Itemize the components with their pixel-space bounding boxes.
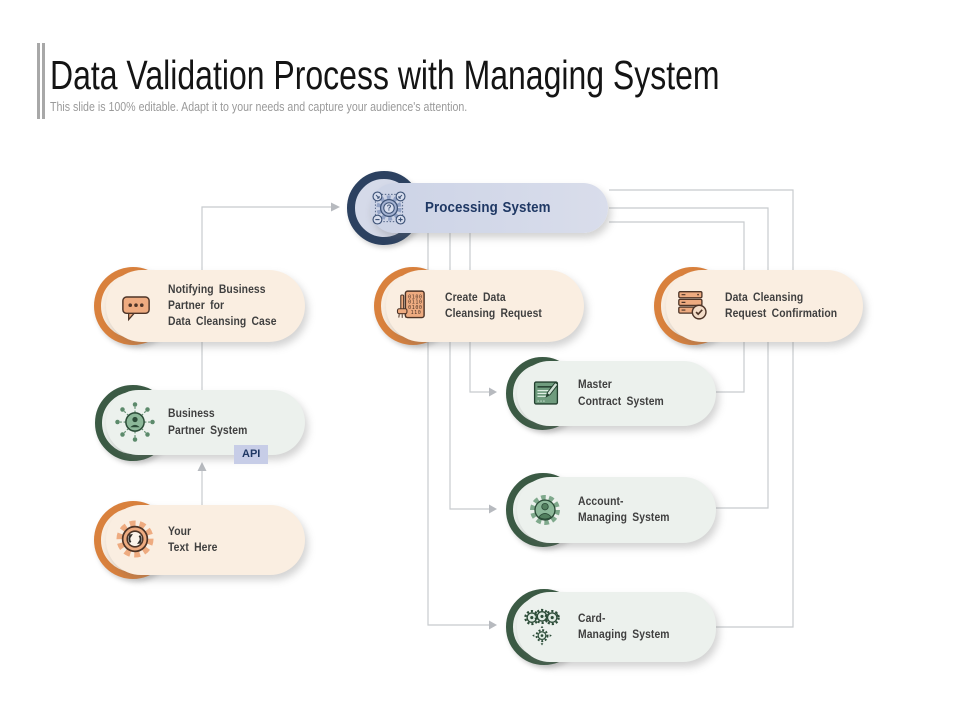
title-accent-bars	[37, 43, 46, 119]
connector-card-to-processing	[609, 189, 794, 628]
node-master-contract-system: Master Contract System	[517, 361, 716, 426]
contract-pen-icon	[527, 373, 565, 418]
node-notifying-business-partner: Notifying Business Partner for Data Clea…	[106, 270, 305, 342]
arrowhead-up-icon	[197, 462, 207, 471]
node-business-partner-system: Business Partner System	[106, 390, 305, 455]
node-account-managing-system: Account- Managing System	[517, 477, 716, 543]
arrowhead-right-icon	[489, 387, 497, 397]
node-create-data-cleansing-request: 0100 0110 0100 110 Create Data Cleansing…	[386, 270, 584, 342]
node-label: Account- Managing System	[578, 495, 670, 524]
node-label: Card- Managing System	[578, 612, 670, 641]
server-check-icon	[670, 284, 714, 333]
node-your-text-here: Your Text Here	[106, 505, 305, 575]
svg-text:0110: 0110	[408, 300, 422, 306]
svg-text:110: 110	[411, 310, 422, 316]
processing-gear-icon: ?	[368, 187, 410, 234]
page-title: Data Validation Process with Managing Sy…	[50, 52, 720, 98]
node-label: Processing System	[425, 199, 551, 216]
node-label: Business Partner System	[168, 408, 248, 437]
connector-account-to-processing	[609, 207, 769, 509]
chat-bubble-icon	[113, 286, 159, 333]
page-subtitle: This slide is 100% editable. Adapt it to…	[50, 100, 468, 114]
arrowhead-right-icon	[489, 504, 497, 514]
arrowhead-right-icon	[489, 620, 497, 630]
node-label: Create Data Cleansing Request	[445, 291, 542, 320]
node-label: Your Text Here	[168, 525, 218, 554]
api-badge: API	[234, 445, 269, 464]
gear-sync-icon	[109, 512, 161, 571]
svg-text:0100: 0100	[408, 294, 422, 300]
node-card-managing-system: Card- Managing System	[517, 592, 716, 662]
node-label: Notifying Business Partner for Data Clea…	[168, 283, 277, 329]
node-label: Master Contract System	[578, 379, 664, 408]
svg-text:0100: 0100	[408, 305, 422, 311]
gears-icon	[518, 601, 566, 656]
arrowhead-right-icon	[331, 202, 340, 212]
data-cleansing-icon: 0100 0110 0100 110	[390, 282, 434, 335]
gear-person-icon	[524, 489, 566, 536]
node-data-cleansing-request-confirmation: Data Cleansing Request Confirmation	[666, 270, 863, 342]
connector-processing-to-card	[427, 233, 489, 626]
node-label: Data Cleansing Request Confirmation	[725, 291, 838, 320]
node-processing-system: ? Processing System	[370, 183, 608, 233]
svg-text:?: ?	[387, 204, 392, 213]
network-person-icon	[110, 397, 160, 452]
